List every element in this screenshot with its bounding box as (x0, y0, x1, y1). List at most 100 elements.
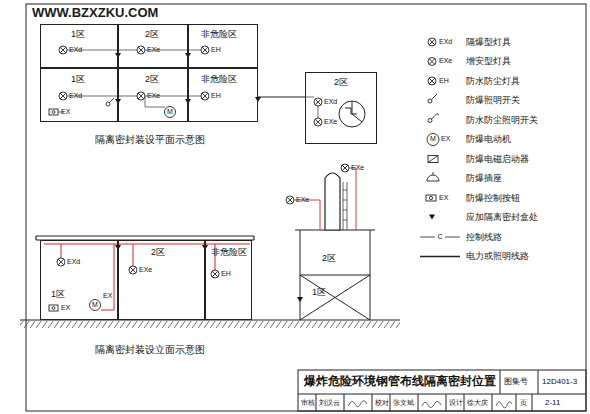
lamp-symbol (314, 118, 322, 126)
legend-text: 防爆插座 (466, 173, 502, 184)
symbol-tag: EX (61, 304, 70, 312)
symbol-tag: M (430, 135, 436, 143)
lamp-symbol (129, 266, 137, 274)
symbol-tag: EXe (147, 46, 160, 54)
symbol-tag: EXe (139, 266, 152, 274)
seal-symbol (297, 297, 303, 302)
motor-symbol (90, 107, 440, 311)
symbol-tag: 2区 (322, 253, 336, 264)
title-block-cell: 2-11 (545, 398, 560, 408)
lamp-symbol (201, 46, 209, 54)
ladder (343, 182, 347, 230)
watermark: WWW.BZXZKU.COM (32, 5, 158, 21)
lamp-symbol (137, 92, 145, 100)
title-block-cell: 审核 (301, 399, 315, 407)
lamp-symbol (428, 58, 436, 66)
title-block-cell: 张文斌 (393, 399, 414, 407)
lamp-symbol (286, 196, 294, 204)
tower-frame (295, 230, 375, 320)
symbol-tag: EX (103, 292, 112, 300)
symbol-tag: EXd (324, 98, 337, 106)
title-block (298, 370, 586, 411)
zone-room: 2区 (118, 240, 205, 320)
symbol-tag: EH (211, 46, 221, 54)
zone-label: 2区 (334, 77, 348, 88)
legend-text: 电力或照明线路 (466, 251, 529, 262)
legend-text: 防爆电磁启动器 (466, 154, 529, 165)
control-line-sample (445, 237, 460, 238)
zone-room: 非危险区 (188, 68, 258, 122)
legend-text: 控制线路 (466, 232, 502, 243)
zone-room: 1区 (40, 240, 118, 320)
legend-text: 防爆控制按钮 (466, 193, 520, 204)
stair-symbol (345, 101, 362, 122)
device-symbol (49, 109, 439, 311)
symbol-tag: M (167, 108, 173, 116)
symbol-tag: EH (221, 270, 231, 278)
symbol-tag: C (436, 233, 443, 241)
symbol-tag: EXd (69, 92, 82, 100)
zone-label: 1区 (71, 29, 85, 40)
title-block-cell: 图集号 (504, 377, 528, 387)
zone-label: 非危险区 (211, 247, 247, 258)
conduit (294, 168, 356, 230)
title-block-cell: 设计 (449, 399, 463, 407)
stair-symbol (339, 101, 365, 127)
ground-hatch (20, 321, 400, 328)
title-block-cell: 校对 (375, 399, 389, 407)
lamp-symbol (314, 98, 322, 106)
lamp-symbol (59, 92, 67, 100)
zone-label: 2区 (151, 247, 165, 258)
lamp-symbol (201, 92, 209, 100)
symbol-tag: EX (61, 108, 70, 116)
symbol-tag: EXe (324, 118, 337, 126)
symbol-tag: 1区 (312, 287, 326, 298)
lamp-symbol (137, 46, 145, 54)
lamp-symbol (59, 46, 67, 54)
frame (26, 4, 586, 411)
tower-vessel (325, 173, 340, 230)
view-caption: 隔离密封装设立面示意图 (95, 344, 205, 356)
zone-room: 非危险区 (205, 240, 252, 320)
legend-text: 防爆照明开关 (466, 95, 520, 106)
legend-text: 应加隔离密封盒处 (466, 212, 538, 223)
conduit (44, 244, 250, 310)
lamp-symbol (211, 270, 219, 278)
seal-symbol (255, 97, 261, 102)
conduit (58, 50, 201, 112)
symbol-tag: EXd (67, 258, 80, 266)
title-block-cell: 页 (520, 399, 527, 407)
legend-text: 防水防尘灯具 (466, 76, 520, 87)
view-caption: 隔离密封装设平面示意图 (95, 134, 205, 146)
symbol-tag: EXd (69, 46, 82, 54)
symbol-tag: M (92, 301, 98, 309)
title-block-cell: 徐大庆 (467, 399, 488, 407)
zone-label: 2区 (145, 29, 159, 40)
zone-label: 1区 (71, 74, 85, 85)
lamp-symbol (341, 164, 349, 172)
symbol-tag: EXe (439, 57, 452, 65)
seal-symbol (429, 215, 435, 220)
lamp-symbol (428, 38, 436, 46)
legend-text: 隔爆型灯具 (466, 37, 511, 48)
zone-label: 2区 (145, 74, 159, 85)
symbol-tag: EXe (351, 164, 364, 172)
zone-label: 非危险区 (201, 29, 237, 40)
symbol-tag: EH (439, 77, 449, 85)
seal-symbol (115, 53, 435, 302)
symbol-tag: EX (439, 194, 448, 202)
title-block-cell: 刘汉云 (319, 399, 340, 407)
conduit-connector (258, 97, 305, 98)
symbol-tag: EXe (296, 196, 309, 204)
zone-label: 1区 (51, 289, 65, 300)
zone-room: 非危险区 (188, 24, 258, 68)
zone-room: 2区 (305, 72, 377, 144)
title-block-cell: 12D401-3 (542, 377, 577, 387)
lamp-symbol (428, 77, 436, 85)
legend-text: 增安型灯具 (466, 56, 511, 67)
symbol-tag: EXe (147, 92, 160, 100)
drawing-title: 爆炸危险环境钢管布线隔离密封位置 (304, 375, 496, 389)
zone-label: 非危险区 (201, 74, 237, 85)
legend-text: 防水防尘照明开关 (466, 115, 538, 126)
symbol-tag: EXd (439, 38, 452, 46)
